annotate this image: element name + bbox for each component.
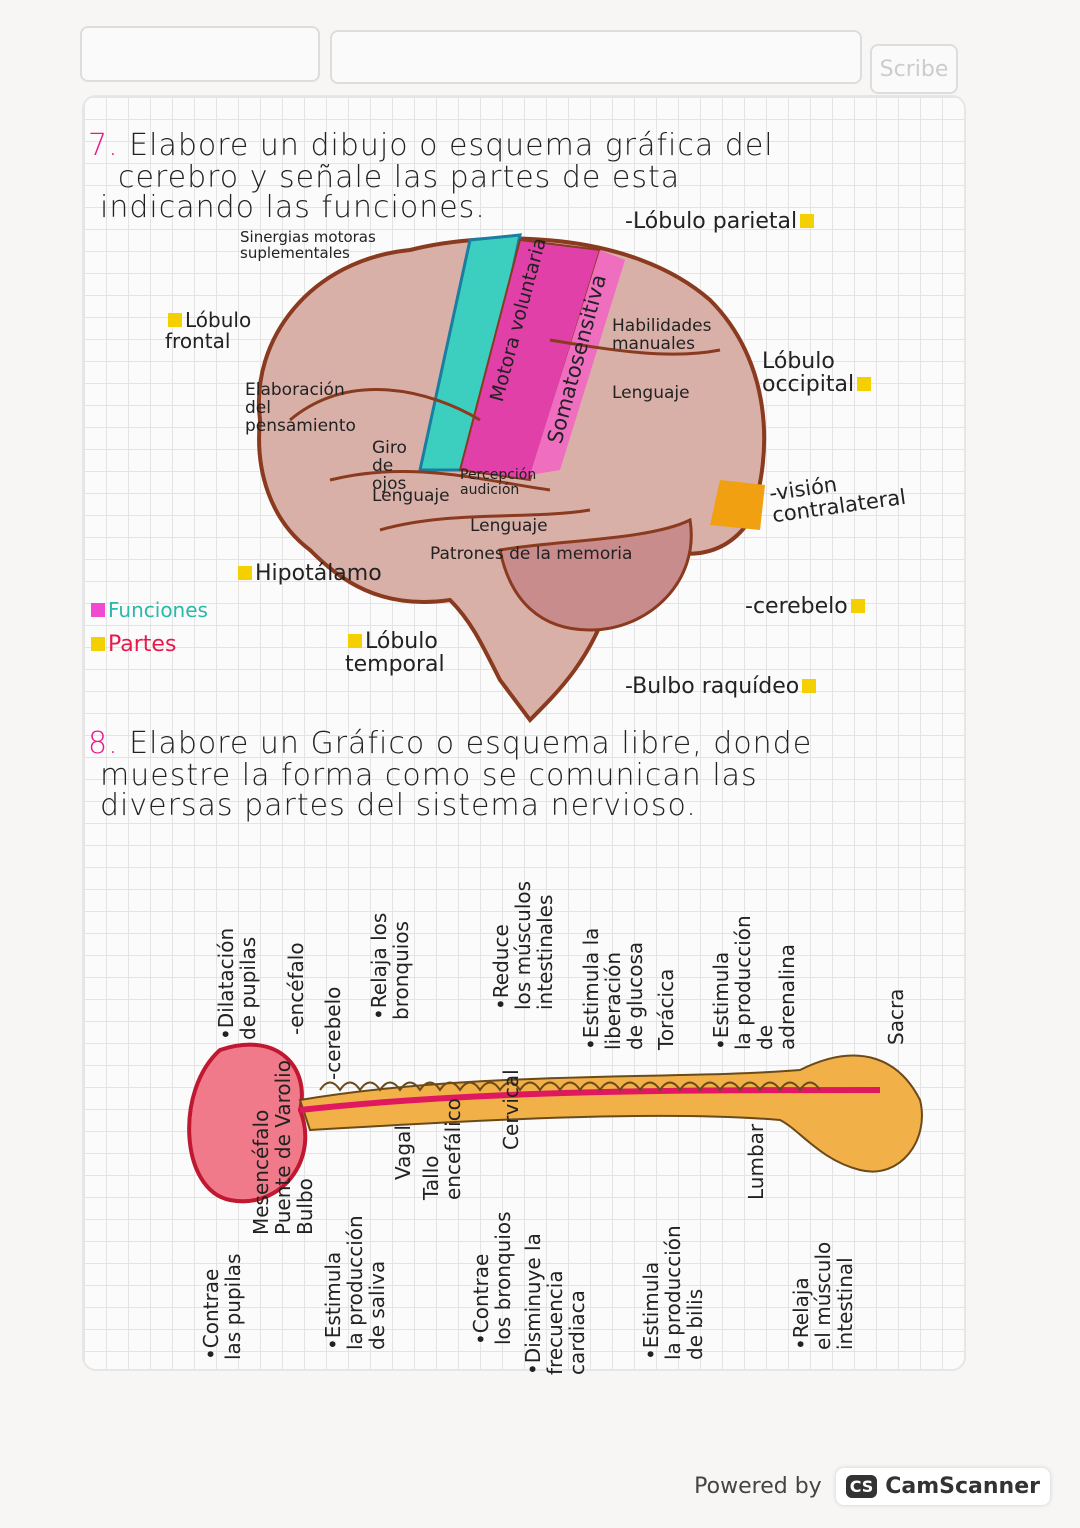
lobulo-occipital-text: Lóbulo occipital <box>762 349 855 398</box>
q8-top-label-3: •Relaja los bronquios <box>367 912 413 1020</box>
nervous-system-drawing <box>187 1042 923 1204</box>
q8-top-label-5: •Estimula la liberación de glucosa <box>579 927 647 1050</box>
cs-icon: CS <box>845 1475 878 1498</box>
lobulo-temporal-text: Lóbulo temporal <box>345 629 445 678</box>
label-elaboracion: Elaboración del pensamiento <box>245 380 356 436</box>
q8-bottom-label-1: Mesencéfalo Puente de Varolio Bulbo <box>249 1060 317 1235</box>
q7-line-3: indicando las funciones. <box>100 190 486 225</box>
label-lenguaje-3: Lenguaje <box>470 516 548 536</box>
scribe-logo: Scribe <box>870 44 958 94</box>
label-lenguaje-2: Lenguaje <box>372 486 450 506</box>
camscanner-brand: CamScanner <box>885 1474 1040 1499</box>
label-habilidades: Habilidades manuales <box>612 316 712 354</box>
q8-top-label-4: •Reduce los músculos intestinales <box>489 880 557 1010</box>
camscanner-logo: CS CamScanner <box>835 1468 1050 1505</box>
hipotalamo-text: Hipotálamo <box>255 561 382 586</box>
q8-top-label-1: -encéfalo <box>284 942 308 1035</box>
q7-number: 7. <box>88 128 119 163</box>
lobulo-parietal-text: -Lóbulo parietal <box>625 209 798 234</box>
q7-text: Elabore un dibujo o esquema gráfica del <box>129 128 774 163</box>
brain-drawing <box>256 233 767 724</box>
q8-line-1: 8. Elabore un Gráfico o esquema libre, d… <box>88 728 812 760</box>
label-giro-ojos: Giro de ojos <box>372 438 407 494</box>
legend-funciones: Funciones <box>88 600 208 621</box>
q8-top-label-2: -cerebelo <box>321 986 345 1080</box>
powered-by-text: Powered by <box>694 1474 822 1499</box>
cerebelo-text: -cerebelo <box>745 594 848 619</box>
label-percepcion: Percepción audición <box>460 467 537 498</box>
q8-bottom-label-0: •Contrae las pupilas <box>199 1253 245 1360</box>
q8-bottom-label-5: •Contrae los bronquios <box>469 1211 515 1345</box>
label-hipotalamo: Hipotálamo <box>235 562 382 585</box>
q8-number: 8. <box>88 726 119 761</box>
header-field-boxes <box>80 26 320 82</box>
q8-bottom-label-3: Vagal <box>391 1125 415 1180</box>
q8-line-3: diversas partes del sistema nervioso. <box>100 788 697 823</box>
label-lobulo-occipital: Lóbulo occipital <box>762 350 922 396</box>
legend-partes-text: Partes <box>108 632 177 657</box>
q8-bottom-label-6: •Disminuye la frecuencia cardiaca <box>521 1233 589 1375</box>
q8-top-label-6: Torácica <box>654 968 678 1050</box>
legend-funciones-text: Funciones <box>108 598 208 622</box>
q8-text: Elabore un Gráfico o esquema libre, dond… <box>129 726 813 761</box>
camscanner-footer: Powered by CS CamScanner <box>694 1468 1050 1505</box>
q8-bottom-label-9: Lumbar <box>744 1123 768 1200</box>
q8-top-label-8: Sacra <box>884 988 908 1045</box>
q7-line-1: 7. Elabore un dibujo o esquema gráfica d… <box>88 130 774 162</box>
label-patrones-memoria: Patrones de la memoria <box>430 544 633 564</box>
q8-top-label-0: •Dilatación de pupilas <box>214 927 260 1040</box>
q8-top-label-7: •Estimula la producción de adrenalina <box>709 915 799 1050</box>
legend-partes: Partes <box>88 633 176 656</box>
q8-bottom-label-8: •Estimula la producción de bilis <box>639 1225 707 1360</box>
lobulo-frontal-text: Lóbulo frontal <box>165 308 252 353</box>
header-title-box <box>330 30 862 84</box>
q8-bottom-label-10: •Relaja el músculo intestinal <box>789 1241 857 1350</box>
q8-line-2: muestre la forma como se comunican las <box>100 758 758 793</box>
label-lobulo-temporal: Lóbulo temporal <box>345 630 475 676</box>
q8-bottom-label-2: •Estimula la producción de saliva <box>321 1215 389 1350</box>
label-lenguaje-1: Lenguaje <box>612 383 690 403</box>
label-bulbo-raquideo: -Bulbo raquídeo <box>625 675 819 698</box>
label-lobulo-frontal: Lóbulo frontal <box>165 310 255 352</box>
q8-bottom-label-7: Cervical <box>499 1069 523 1150</box>
q8-bottom-label-4: Tallo encefálico <box>419 1098 465 1200</box>
label-cerebelo: -cerebelo <box>745 595 868 618</box>
label-sinergias: Sinergias motoras suplementales <box>240 228 376 262</box>
q7-line-2: cerebro y señale las partes de esta <box>118 160 681 195</box>
label-lobulo-parietal: -Lóbulo parietal <box>625 210 817 233</box>
bulbo-raquideo-text: -Bulbo raquídeo <box>625 674 800 699</box>
